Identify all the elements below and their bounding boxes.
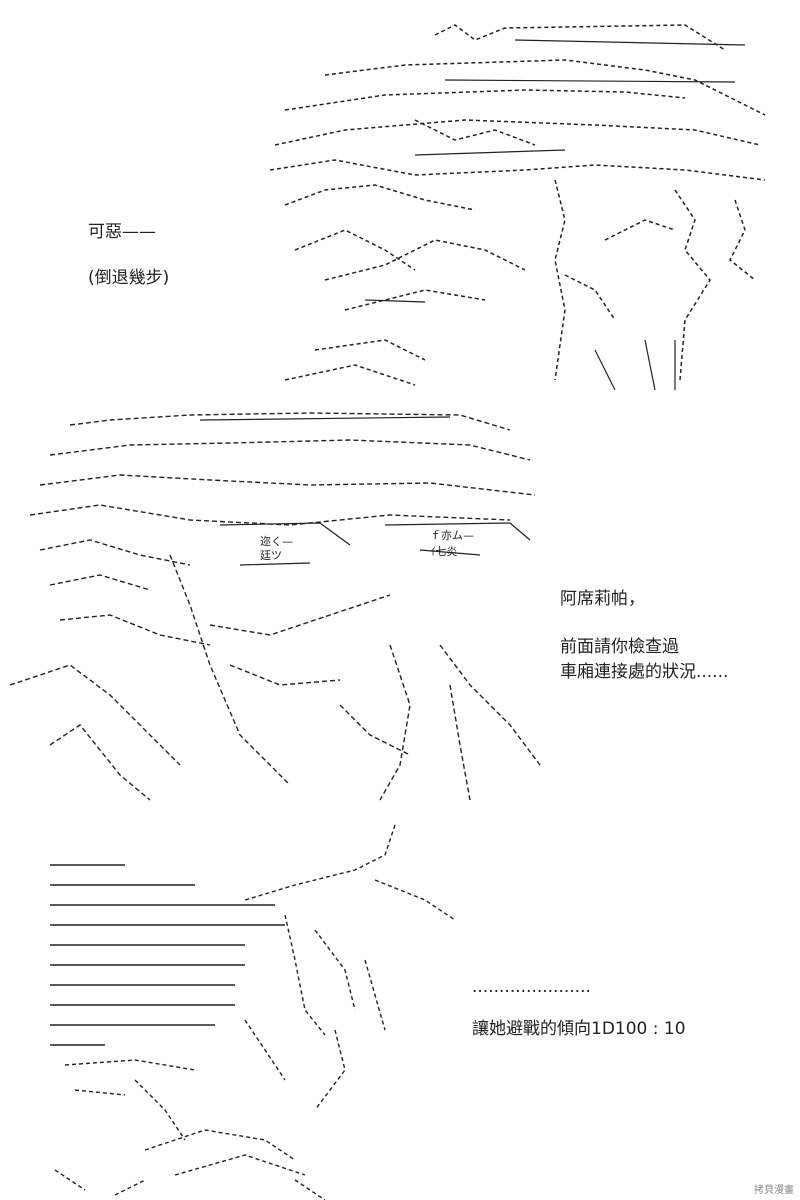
dialogue-line: 車廂連接處的狀況......: [560, 662, 729, 682]
dialogue-line: 阿席莉帕，: [560, 589, 645, 609]
dialogue-line: 讓她避戰的傾向1D100 : 10: [472, 1018, 686, 1039]
hooded-lineart: [50, 824, 456, 1200]
dialogue-line: (倒退幾步): [88, 267, 170, 288]
ascii-eye-text: ｆ亦ム—: [430, 528, 474, 542]
ascii-art-figure-retreating: [265, 20, 775, 390]
panel-2: 迩く— 廷ツ ｆ亦ム— ｲ七炎 阿席莉帕， 前面請你檢查過 車廂連接處的狀況..…: [0, 395, 800, 815]
ascii-eye-text: 迩く—: [260, 534, 293, 548]
ascii-art-hooded-figure: [45, 820, 465, 1200]
dialogue-panel-2: 阿席莉帕， 前面請你檢查過 車廂連接處的狀況......: [560, 587, 728, 686]
ascii-eye-text: ｲ七炎: [430, 545, 458, 558]
dialogue-panel-1: 可惡—— (倒退幾步): [88, 220, 169, 291]
figure-lineart: [269, 24, 766, 390]
panel-3: ...................... 讓她避戰的傾向1D100 : 10: [0, 815, 800, 1200]
dialogue-panel-3: ...................... 讓她避戰的傾向1D100 : 10: [472, 975, 686, 1042]
dialogue-line: 可惡——: [88, 222, 156, 242]
dialogue-line: 前面請你檢查過: [560, 636, 679, 657]
ascii-eye-text: 廷ツ: [260, 549, 282, 562]
ascii-art-face-closeup: 迩く— 廷ツ ｆ亦ム— ｲ七炎: [10, 405, 550, 805]
panel-1: 可惡—— (倒退幾步): [0, 0, 800, 395]
face-lineart: 迩く— 廷ツ ｆ亦ム— ｲ七炎: [10, 412, 541, 801]
dialogue-line: ......................: [472, 977, 591, 997]
watermark: 拷貝漫畫: [754, 1185, 794, 1196]
